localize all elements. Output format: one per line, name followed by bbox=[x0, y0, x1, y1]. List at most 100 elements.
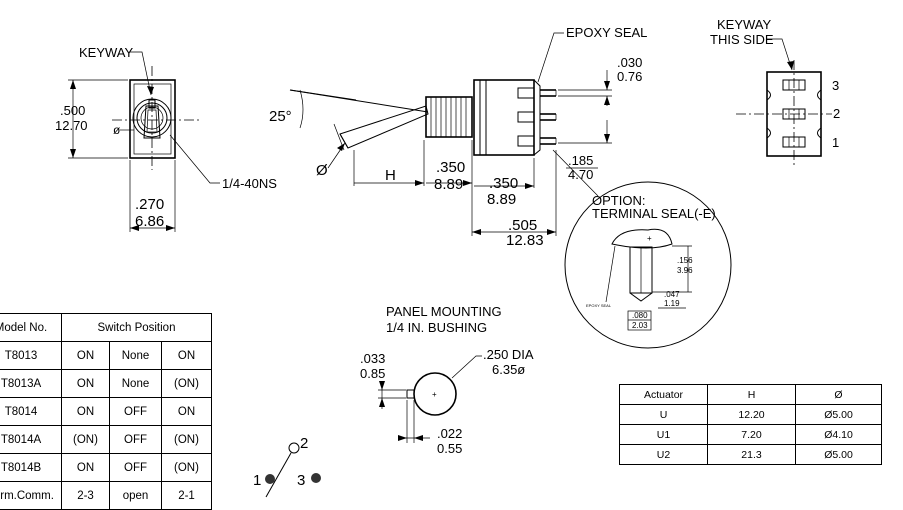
table-cell: T8013A bbox=[0, 369, 62, 398]
table-cell: T8013 bbox=[0, 341, 62, 370]
thread-label: 1/4-40NS bbox=[222, 176, 277, 191]
table-cell: U bbox=[619, 404, 708, 425]
switch-position-table: Model No. Switch Position T8013 ON None … bbox=[0, 313, 212, 510]
option-dim1-mm: 3.96 bbox=[677, 266, 693, 275]
side-view: 25° Ø bbox=[269, 25, 647, 249]
table-cell: ON bbox=[61, 341, 110, 370]
table-cell: 2-1 bbox=[161, 481, 212, 510]
h-label: H bbox=[385, 167, 396, 184]
table-row: T8013A ON None (ON) bbox=[0, 369, 212, 398]
keyway-label: KEYWAY bbox=[79, 45, 134, 60]
top-view: KEYWAY .500 12.70 ø 1/4-40NS .270 6.86 bbox=[55, 45, 277, 232]
schematic-pin1-label: 1 bbox=[253, 472, 261, 489]
table-cell: Ø4.10 bbox=[795, 424, 882, 445]
table-cell: ON bbox=[161, 397, 212, 426]
terminal-mm-label: 0.76 bbox=[617, 69, 642, 84]
table-row: Actuator H Ø bbox=[619, 384, 882, 405]
table-cell: U1 bbox=[619, 424, 708, 445]
panel-flat-in: .033 bbox=[360, 351, 385, 366]
end-pin1: 1 bbox=[832, 135, 839, 150]
schematic-pin3-label: 3 bbox=[297, 472, 305, 489]
table-cell: T8014A bbox=[0, 425, 62, 454]
svg-text:+: + bbox=[647, 234, 652, 243]
table-cell: (ON) bbox=[61, 425, 110, 454]
table-row: T8014A (ON) OFF (ON) bbox=[0, 425, 212, 454]
actuator-table: Actuator H Ø U 12.20 Ø5.00 U1 7.20 Ø4.10… bbox=[619, 384, 882, 465]
panel-hole bbox=[413, 372, 457, 416]
angle-label: 25° bbox=[269, 108, 292, 125]
header-phi: Ø bbox=[795, 384, 882, 405]
panel-dia-mm: 6.35ø bbox=[492, 362, 525, 377]
body-in-label: .350 bbox=[489, 175, 518, 192]
end-keyway-line2: THIS SIDE bbox=[710, 32, 774, 47]
table-cell: None bbox=[109, 341, 162, 370]
end-pin3: 3 bbox=[832, 78, 839, 93]
panel-key-mm: 0.55 bbox=[437, 441, 462, 456]
spacing-in-label: .185 bbox=[568, 153, 593, 168]
panel-mounting: PANEL MOUNTING 1/4 IN. BUSHING + .250 DI… bbox=[360, 304, 534, 456]
header-actuator: Actuator bbox=[619, 384, 708, 405]
table-row: Model No. Switch Position bbox=[0, 313, 212, 342]
option-line2: TERMINAL SEAL(-E) bbox=[592, 206, 716, 221]
total-mm-label: 12.83 bbox=[506, 232, 544, 249]
schematic-pin2 bbox=[288, 442, 300, 454]
total-in-label: .505 bbox=[508, 217, 537, 234]
table-cell: ON bbox=[161, 341, 212, 370]
width-in-label: .270 bbox=[135, 196, 164, 213]
panel-dia-in: .250 DIA bbox=[483, 347, 534, 362]
end-keyway-line1: KEYWAY bbox=[717, 17, 772, 32]
table-cell: 21.3 bbox=[707, 444, 796, 465]
end-view: KEYWAY THIS SIDE 3 2 1 bbox=[710, 17, 840, 168]
table-row: U1 7.20 Ø4.10 bbox=[619, 424, 882, 445]
switch-body bbox=[473, 79, 535, 156]
table-cell: OFF bbox=[109, 397, 162, 426]
table-cell: T8014B bbox=[0, 453, 62, 482]
table-row: T8013 ON None ON bbox=[0, 341, 212, 370]
option-dim2-in: .047 bbox=[664, 290, 680, 299]
table-cell: Ø5.00 bbox=[795, 404, 882, 425]
panel-title-line2: 1/4 IN. BUSHING bbox=[386, 320, 487, 335]
schematic: 2 1 3 bbox=[253, 435, 321, 498]
table-cell: open bbox=[109, 481, 162, 510]
side-phi-label: Ø bbox=[316, 162, 328, 179]
table-row: U2 21.3 Ø5.00 bbox=[619, 444, 882, 465]
bushing-in-label: .350 bbox=[436, 159, 465, 176]
table-cell: 12.20 bbox=[707, 404, 796, 425]
table-cell: T8014 bbox=[0, 397, 62, 426]
table-cell: 2-3 bbox=[61, 481, 110, 510]
table-row: Term.Comm. 2-3 open 2-1 bbox=[0, 481, 212, 510]
table-cell: OFF bbox=[109, 453, 162, 482]
table-row: U 12.20 Ø5.00 bbox=[619, 404, 882, 425]
option-dim2-mm: 1.19 bbox=[664, 299, 680, 308]
table-cell: Ø5.00 bbox=[795, 444, 882, 465]
table-row: T8014B ON OFF (ON) bbox=[0, 453, 212, 482]
table-row: T8014 ON OFF ON bbox=[0, 397, 212, 426]
header-h: H bbox=[707, 384, 796, 405]
table-cell: None bbox=[109, 369, 162, 398]
schematic-pin1 bbox=[265, 474, 275, 484]
table-cell: ON bbox=[61, 453, 110, 482]
top-phi-label: ø bbox=[113, 123, 121, 137]
header-switch-position: Switch Position bbox=[61, 313, 212, 342]
epoxy-small-label: EPOXY SEAL bbox=[586, 303, 612, 308]
table-cell: (ON) bbox=[161, 369, 212, 398]
height-mm-label: 12.70 bbox=[55, 118, 88, 133]
bushing-mm-label: 8.89 bbox=[434, 176, 463, 193]
panel-title-line1: PANEL MOUNTING bbox=[386, 304, 502, 319]
table-cell: 7.20 bbox=[707, 424, 796, 445]
table-cell: U2 bbox=[619, 444, 708, 465]
option-dim3-in: .080 bbox=[632, 311, 648, 320]
option-detail: OPTION: TERMINAL SEAL(-E) + EPOXY SEAL .… bbox=[552, 149, 732, 349]
option-line1: OPTION: bbox=[592, 193, 645, 208]
end-pin2: 2 bbox=[833, 106, 840, 121]
spacing-mm-label: 4.70 bbox=[568, 167, 593, 182]
terminal-in-label: .030 bbox=[617, 55, 642, 70]
body-mm-label: 8.89 bbox=[487, 191, 516, 208]
option-dim3-mm: 2.03 bbox=[632, 321, 648, 330]
svg-text:+: + bbox=[432, 390, 437, 399]
header-model: Model No. bbox=[0, 313, 62, 342]
option-dim1-in: .156 bbox=[677, 256, 693, 265]
epoxy-seal-label: EPOXY SEAL bbox=[566, 25, 647, 40]
height-in-label: .500 bbox=[60, 103, 85, 118]
